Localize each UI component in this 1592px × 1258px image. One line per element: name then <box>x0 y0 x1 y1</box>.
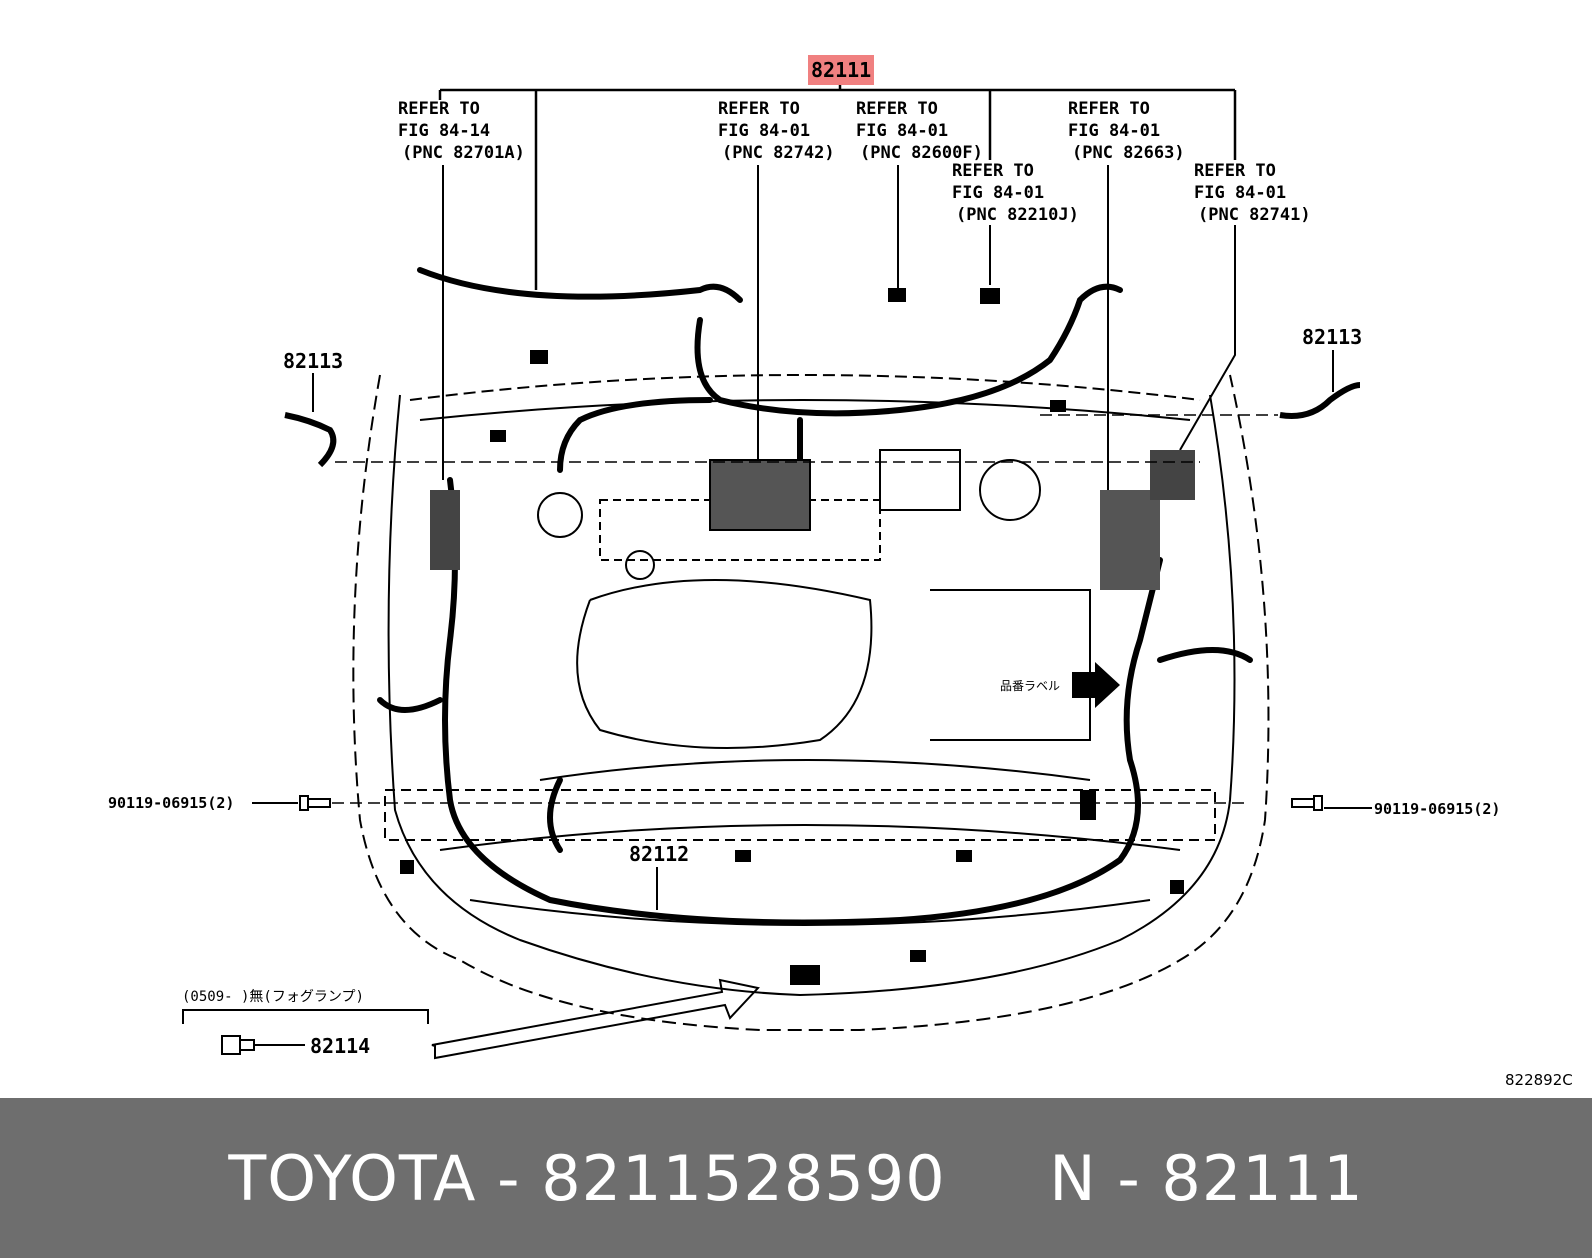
main-harness <box>377 267 1253 926</box>
main-part-highlight <box>808 55 874 85</box>
footer-sep-2: - <box>1096 1141 1162 1215</box>
bolt-icon <box>1313 795 1323 811</box>
ref-6-line3: (PNC 82741) <box>1198 205 1311 225</box>
footer-sep-1: - <box>476 1141 542 1215</box>
ref-4-line2: FIG 84-01 <box>952 183 1044 203</box>
right-bolt: 90119-06915(2) <box>1291 795 1500 818</box>
left-connector-82113: 82113 <box>283 349 1200 468</box>
ref-4-line3: (PNC 82210J) <box>956 205 1079 225</box>
ref-1: REFER TO FIG 84-14 (PNC 82701A) <box>398 99 525 163</box>
front-harness-label[interactable]: 82112 <box>629 842 689 866</box>
right-bolt-label[interactable]: 90119-06915(2) <box>1374 800 1500 818</box>
ref-6-line1: REFER TO <box>1194 161 1276 181</box>
ref-4-line1: REFER TO <box>952 161 1034 181</box>
ref-4: REFER TO FIG 84-01 (PNC 82210J) <box>952 161 1079 225</box>
footer-gap <box>946 1142 1050 1215</box>
ref-2-line1: REFER TO <box>718 99 800 119</box>
footer-bar: TOYOTA - 8211528590 N - 82111 <box>0 1098 1592 1258</box>
footer-pnc: 82111 <box>1161 1141 1364 1215</box>
fog-option: (0509- )無(フォグランプ) 82114 <box>182 978 760 1060</box>
harness-connectors <box>400 288 1195 985</box>
ref-3-line1: REFER TO <box>856 99 938 119</box>
footer-title: TOYOTA - 8211528590 N - 82111 <box>228 1142 1363 1215</box>
ref-3-line3: (PNC 82600F) <box>860 143 983 163</box>
ref-5-line1: REFER TO <box>1068 99 1150 119</box>
ref-2-line3: (PNC 82742) <box>722 143 835 163</box>
ref-6-line2: FIG 84-01 <box>1194 183 1286 203</box>
ref-6: REFER TO FIG 84-01 (PNC 82741) <box>1194 161 1311 225</box>
parts-diagram: 82111 REFER TO FIG 84-14 (PNC 82701A) RE… <box>108 55 1573 1089</box>
right-connector-82113: 82113 <box>1040 325 1362 419</box>
diagram-svg: 82111 REFER TO FIG 84-14 (PNC 82701A) RE… <box>108 55 1573 1089</box>
left-bolt-label[interactable]: 90119-06915(2) <box>108 794 234 812</box>
ref-3-line2: FIG 84-01 <box>856 121 948 141</box>
ref-1-line2: FIG 84-14 <box>398 121 490 141</box>
ref-2-line2: FIG 84-01 <box>718 121 810 141</box>
top-bracket <box>438 82 1237 290</box>
fog-part-label[interactable]: 82114 <box>310 1034 370 1058</box>
arrow-right-icon <box>1072 662 1120 708</box>
bolt-icon <box>299 795 309 811</box>
ref-5: REFER TO FIG 84-01 (PNC 82663) <box>1068 99 1185 163</box>
plug-icon <box>221 1035 241 1055</box>
ref-1-line1: REFER TO <box>398 99 480 119</box>
front-harness-82112: 82112 <box>629 842 689 910</box>
right-connector-label[interactable]: 82113 <box>1302 325 1362 349</box>
fog-note: (0509- )無(フォグランプ) <box>182 989 364 1005</box>
part-label-note: 品番ラベル <box>1000 662 1120 708</box>
ref-5-line2: FIG 84-01 <box>1068 121 1160 141</box>
footer-brand: TOYOTA <box>228 1141 477 1215</box>
footer-prefix: N <box>1049 1141 1097 1215</box>
ref-3: REFER TO FIG 84-01 (PNC 82600F) <box>856 99 983 163</box>
ref-5-line3: (PNC 82663) <box>1072 143 1185 163</box>
ref-2: REFER TO FIG 84-01 (PNC 82742) <box>718 99 835 163</box>
label-note-text: 品番ラベル <box>1000 679 1060 693</box>
figure-id: 822892C <box>1505 1071 1573 1089</box>
left-bolt: 90119-06915(2) <box>108 794 1250 812</box>
pointer-arrow-icon <box>431 978 760 1060</box>
footer-part-number: 8211528590 <box>541 1141 946 1215</box>
ref-1-line3: (PNC 82701A) <box>402 143 525 163</box>
leader-lines <box>442 165 1236 500</box>
left-connector-label[interactable]: 82113 <box>283 349 343 373</box>
main-part-label[interactable]: 82111 <box>811 58 871 82</box>
